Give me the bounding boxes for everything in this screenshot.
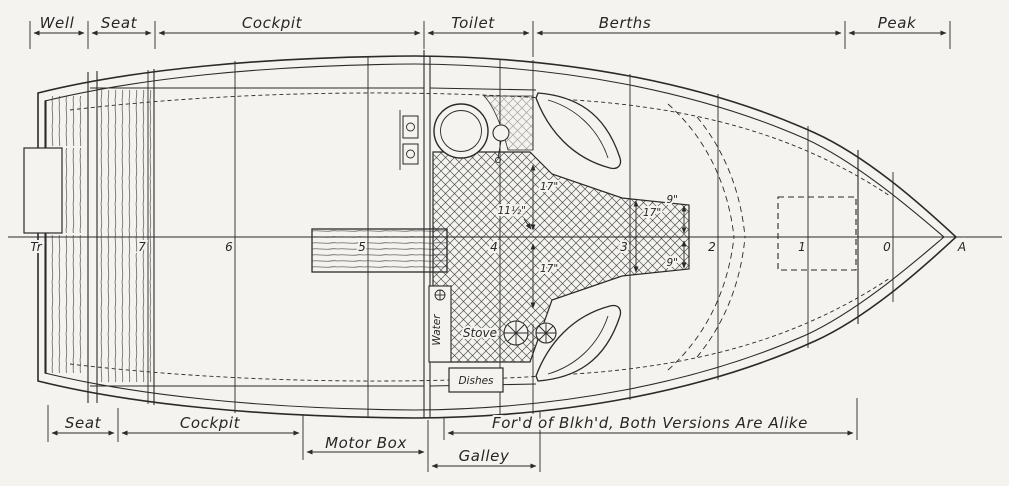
stove-burner-right (535, 322, 557, 344)
seacock-box-bottom (402, 143, 419, 165)
measure-11half: 11½" (498, 205, 526, 217)
station-label-5: 5 (358, 240, 366, 254)
motor-box (311, 228, 448, 273)
berths (535, 92, 622, 382)
dim-toilet-label: Toilet (451, 14, 495, 32)
station-label-0: 0 (883, 240, 891, 254)
dishes-label: Dishes (458, 375, 494, 387)
toilet-pump-handle (497, 140, 502, 159)
toilet-bowl-outer (433, 103, 489, 159)
dim-galley: Galley (431, 447, 537, 469)
dim-cockpit-top: Cockpit (158, 14, 421, 36)
dim-peak-label: Peak (878, 14, 917, 32)
stern-details (23, 69, 155, 405)
forepeak-dashed-box (777, 196, 857, 271)
water-tank (428, 285, 452, 363)
water-label: Water (431, 314, 443, 346)
dim-seat-bottom-label: Seat (65, 414, 102, 432)
berth-front-top-curve (547, 99, 609, 159)
bottom-dimension-ticks (47, 398, 858, 472)
dim-seat-bottom: Seat (51, 414, 115, 436)
stove-label: Stove (463, 326, 497, 340)
well-floor-grain (47, 96, 86, 146)
station-label-6: 6 (225, 240, 233, 254)
seacock-box-top (402, 115, 419, 139)
cabin-sole-crosshatch (432, 151, 690, 363)
dim-motor-box: Motor Box (306, 434, 425, 455)
cabin-side-line-top (429, 87, 537, 91)
galley: Water Stove Dishes (428, 285, 557, 393)
measure-17-mid: 17" (643, 207, 661, 219)
toilet-compartment (399, 60, 534, 414)
dim-well-label: Well (40, 14, 75, 32)
aft-seat-grain (98, 90, 153, 382)
alternate-version-dashed-lines (667, 103, 746, 371)
dim-forward-note: For'd of Blkh'd, Both Versions Are Alike (447, 412, 854, 436)
dim-motor-box-label: Motor Box (325, 434, 407, 452)
dim-well: Well (33, 14, 85, 36)
top-dimension-bar: Well Seat Cockpit Toilet Berths Peak (29, 14, 951, 57)
dim-cockpit-top-label: Cockpit (242, 14, 303, 32)
dim-cockpit-bottom-label: Cockpit (180, 414, 241, 432)
station-labels: Tr 7 6 5 4 3 2 1 0 A (28, 238, 968, 256)
dishes-locker (448, 367, 504, 393)
dim-galley-label: Galley (459, 447, 510, 465)
dim-forward-note-label: For'd of Blkh'd, Both Versions Are Alike (492, 414, 808, 432)
berth-front-top (535, 92, 622, 170)
interior-measurements: 17" 17" 11½" 17" 9" 9" (496, 164, 687, 309)
seacock-bottom-icon (406, 149, 415, 159)
toilet-bowl-inner (440, 110, 482, 152)
station-label-3: 3 (620, 240, 628, 254)
dim-seat-top: Seat (91, 14, 152, 36)
station-label-4: 4 (490, 240, 498, 254)
berth-front-bottom (535, 304, 622, 382)
top-dimension-ticks (29, 21, 951, 57)
dim-peak: Peak (848, 14, 947, 36)
station-label-a: A (957, 240, 966, 254)
well-grain-mid (63, 148, 86, 233)
berth-front-bottom-curve (547, 315, 609, 375)
seacock-top-icon (406, 122, 415, 132)
toilet-pump-icon (492, 124, 510, 142)
measure-9-bottom: 9" (666, 257, 678, 269)
dim-cockpit-bottom: Cockpit (121, 414, 300, 436)
stern-seat-grain-lower (47, 235, 86, 373)
measure-9-top: 9" (666, 194, 678, 206)
station-label-tr: Tr (30, 240, 42, 254)
bottom-dimension-bar: Seat Cockpit Motor Box Galley For'd of B… (47, 398, 858, 472)
dim-berths: Berths (536, 14, 842, 36)
station-label-1: 1 (798, 240, 806, 254)
outboard-well-notch (23, 147, 63, 234)
measure-17-bottom: 17" (540, 263, 558, 275)
station-label-7: 7 (138, 240, 146, 254)
dim-berths-label: Berths (599, 14, 652, 32)
stove-burner-left (503, 320, 529, 346)
station-label-2: 2 (708, 240, 716, 254)
measure-17-top: 17" (540, 181, 558, 193)
dim-seat-top-label: Seat (101, 14, 138, 32)
toilet-pump-knob (495, 157, 501, 163)
dim-toilet: Toilet (427, 14, 530, 36)
